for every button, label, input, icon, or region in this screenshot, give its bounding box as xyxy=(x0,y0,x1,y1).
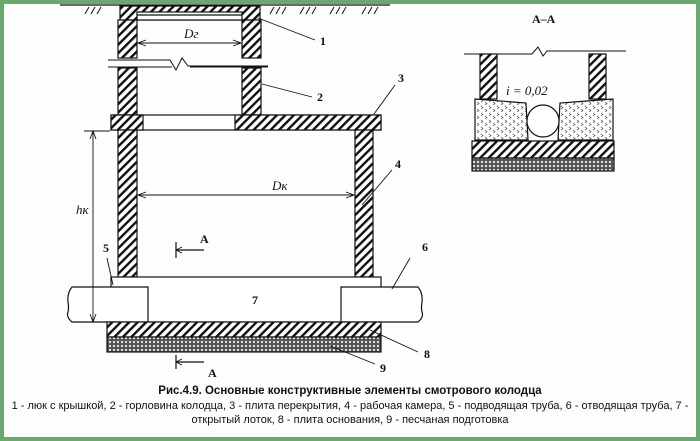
inlet-pipe xyxy=(66,286,149,323)
label-4: 4 xyxy=(395,157,401,171)
dim-chamber-height: hк xyxy=(76,202,90,217)
caption-legend: 1 - люк с крышкой, 2 - горловина колодца… xyxy=(11,400,689,426)
outlet-pipe xyxy=(340,286,424,323)
figure-caption: Рис.4.9. Основные конструктивные элемент… xyxy=(6,384,694,427)
base-plate xyxy=(106,321,382,338)
section-title: A–A xyxy=(532,12,556,26)
label-3: 3 xyxy=(398,71,404,85)
open-tray xyxy=(110,276,382,323)
pipe-section xyxy=(526,104,560,138)
working-chamber xyxy=(117,129,374,278)
cover-slab xyxy=(110,114,382,131)
sand-bedding xyxy=(106,336,382,353)
section-mark-bottom: A xyxy=(208,366,217,380)
section-a-a xyxy=(464,46,626,172)
dim-chamber-diameter: Dк xyxy=(271,178,288,193)
label-6: 6 xyxy=(422,240,428,254)
label-7: 7 xyxy=(252,293,258,307)
slope-label: i = 0,02 xyxy=(506,83,548,98)
section-mark-top: A xyxy=(200,232,209,246)
label-5: 5 xyxy=(103,241,109,255)
label-1: 1 xyxy=(320,34,326,48)
dim-neck-diameter: Dг xyxy=(183,26,198,41)
ground-line xyxy=(60,4,390,15)
dimension-lines xyxy=(84,17,419,369)
label-2: 2 xyxy=(317,90,323,104)
manhole-hatch xyxy=(119,5,261,21)
caption-title: Рис.4.9. Основные конструктивные элемент… xyxy=(158,385,542,397)
label-8: 8 xyxy=(424,347,430,361)
label-9: 9 xyxy=(380,361,386,375)
